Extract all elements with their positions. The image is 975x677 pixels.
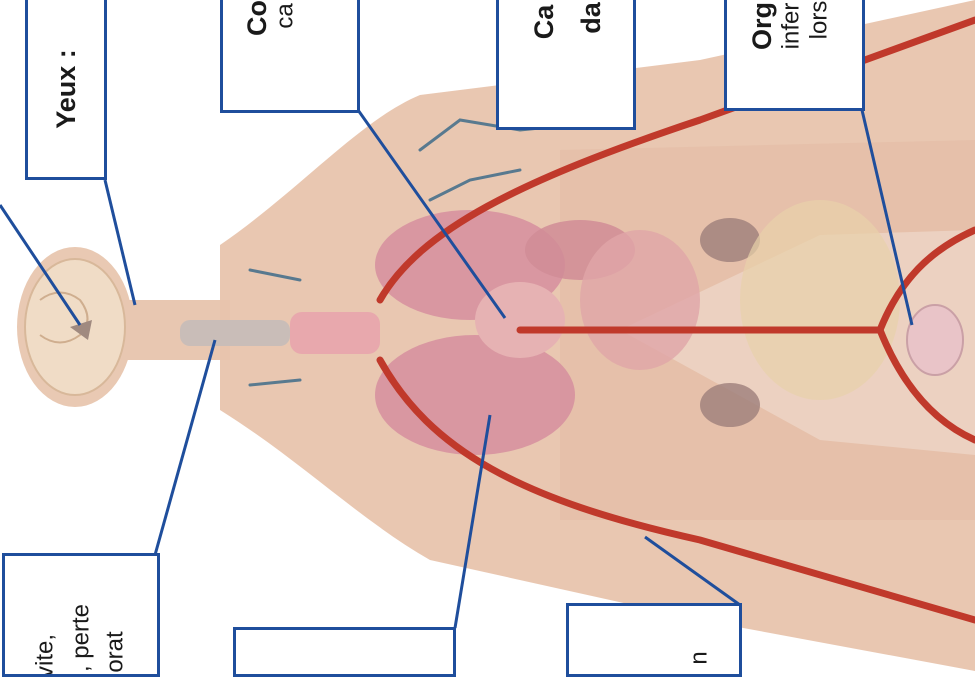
vessels-label-bold-2: da	[576, 2, 606, 34]
throat-label-line-2: , perte	[67, 604, 94, 672]
arm-label-box: n	[566, 603, 742, 677]
organs-label-bold: Org	[747, 2, 777, 50]
brain-graphic	[25, 259, 125, 395]
heart-label-text: ca	[271, 3, 298, 28]
heart-label-bold: Co	[242, 0, 272, 36]
throat-label-line-3: orat	[101, 631, 128, 672]
vessels-label-bold: Ca	[529, 5, 559, 40]
organs-label-text-1: infer	[777, 3, 804, 50]
arm-label-fragment: n	[685, 651, 712, 664]
lungs-label-box	[233, 627, 456, 677]
organs-label-box: Org infer lors	[724, 0, 865, 111]
eyes-label-box: Yeux :	[25, 0, 107, 180]
eyes-label: Yeux :	[51, 49, 81, 129]
vessels-label-box: Ca da	[496, 0, 636, 130]
throat-label-box: vite, , perte orat	[2, 553, 160, 677]
heart-label-box: Co ca	[220, 0, 360, 113]
organs-label-text-2: lors	[805, 1, 832, 40]
